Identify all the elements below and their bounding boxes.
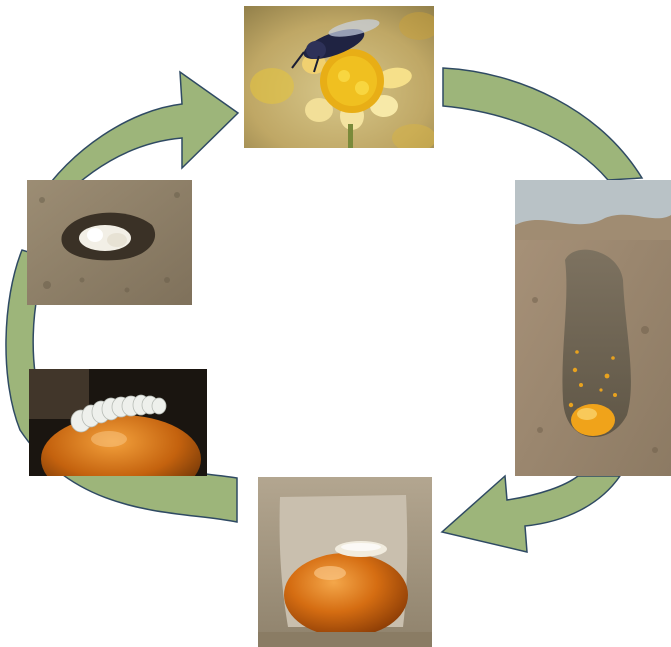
adult-bee-on-flower-photo	[244, 6, 434, 148]
arrow-adult-to-cell	[443, 68, 642, 180]
nest-cell-with-pollen-photo	[515, 180, 671, 476]
pupa-in-soil-photo	[27, 180, 192, 305]
egg-on-pollen-ball-photo	[258, 477, 432, 647]
larva-on-pollen-ball-photo	[29, 369, 207, 476]
arrow-cell-to-egg	[442, 476, 620, 552]
